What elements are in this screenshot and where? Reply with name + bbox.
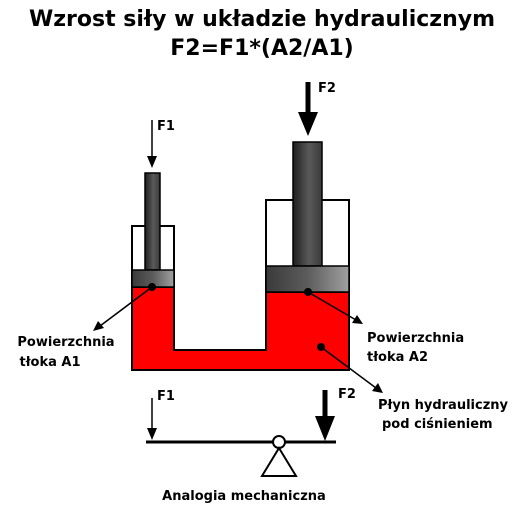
surface-a2-label-line-2: tłoka A2 — [367, 350, 428, 365]
surface-a1-leader-arrow-icon — [93, 321, 104, 331]
f1-label-lever: F1 — [157, 389, 175, 404]
small-piston-rod — [144, 172, 161, 271]
f2-label-lever: F2 — [338, 387, 356, 402]
lever-f1-arrow-icon — [147, 428, 157, 440]
f1-label-top: F1 — [157, 119, 175, 134]
surface-a1-label-line-2: tłoka A1 — [19, 355, 80, 370]
fluid-leader-arrow-icon — [372, 383, 383, 393]
lever-f2-arrow-icon — [315, 416, 335, 441]
surface-a2-leader-arrow-icon — [352, 315, 363, 324]
f1-arrow-icon — [147, 156, 157, 168]
surface-a1-leader — [99, 286, 153, 327]
large-piston-head — [265, 265, 350, 293]
surface-a2-leader — [307, 291, 357, 321]
large-piston-rod — [292, 141, 323, 267]
fluid-label-line-1: Płyn hydrauliczny — [378, 398, 509, 413]
title-formula: F2=F1*(A2/A1) — [170, 36, 353, 61]
f2-label-top: F2 — [318, 81, 336, 96]
lever-caption: Analogia mechaniczna — [162, 489, 326, 504]
surface-a1-label-line-1: Powierzchnia — [17, 335, 114, 350]
f2-arrow-icon — [298, 112, 318, 136]
title-line-1: Wzrost siły w układzie hydraulicznym — [29, 7, 495, 32]
fluid-leader — [320, 346, 377, 389]
fluid-label-line-2: pod ciśnieniem — [382, 417, 493, 432]
surface-a2-label-line-1: Powierzchnia — [367, 331, 464, 346]
hydraulic-fluid — [131, 286, 350, 371]
fulcrum-triangle-icon — [260, 446, 298, 477]
